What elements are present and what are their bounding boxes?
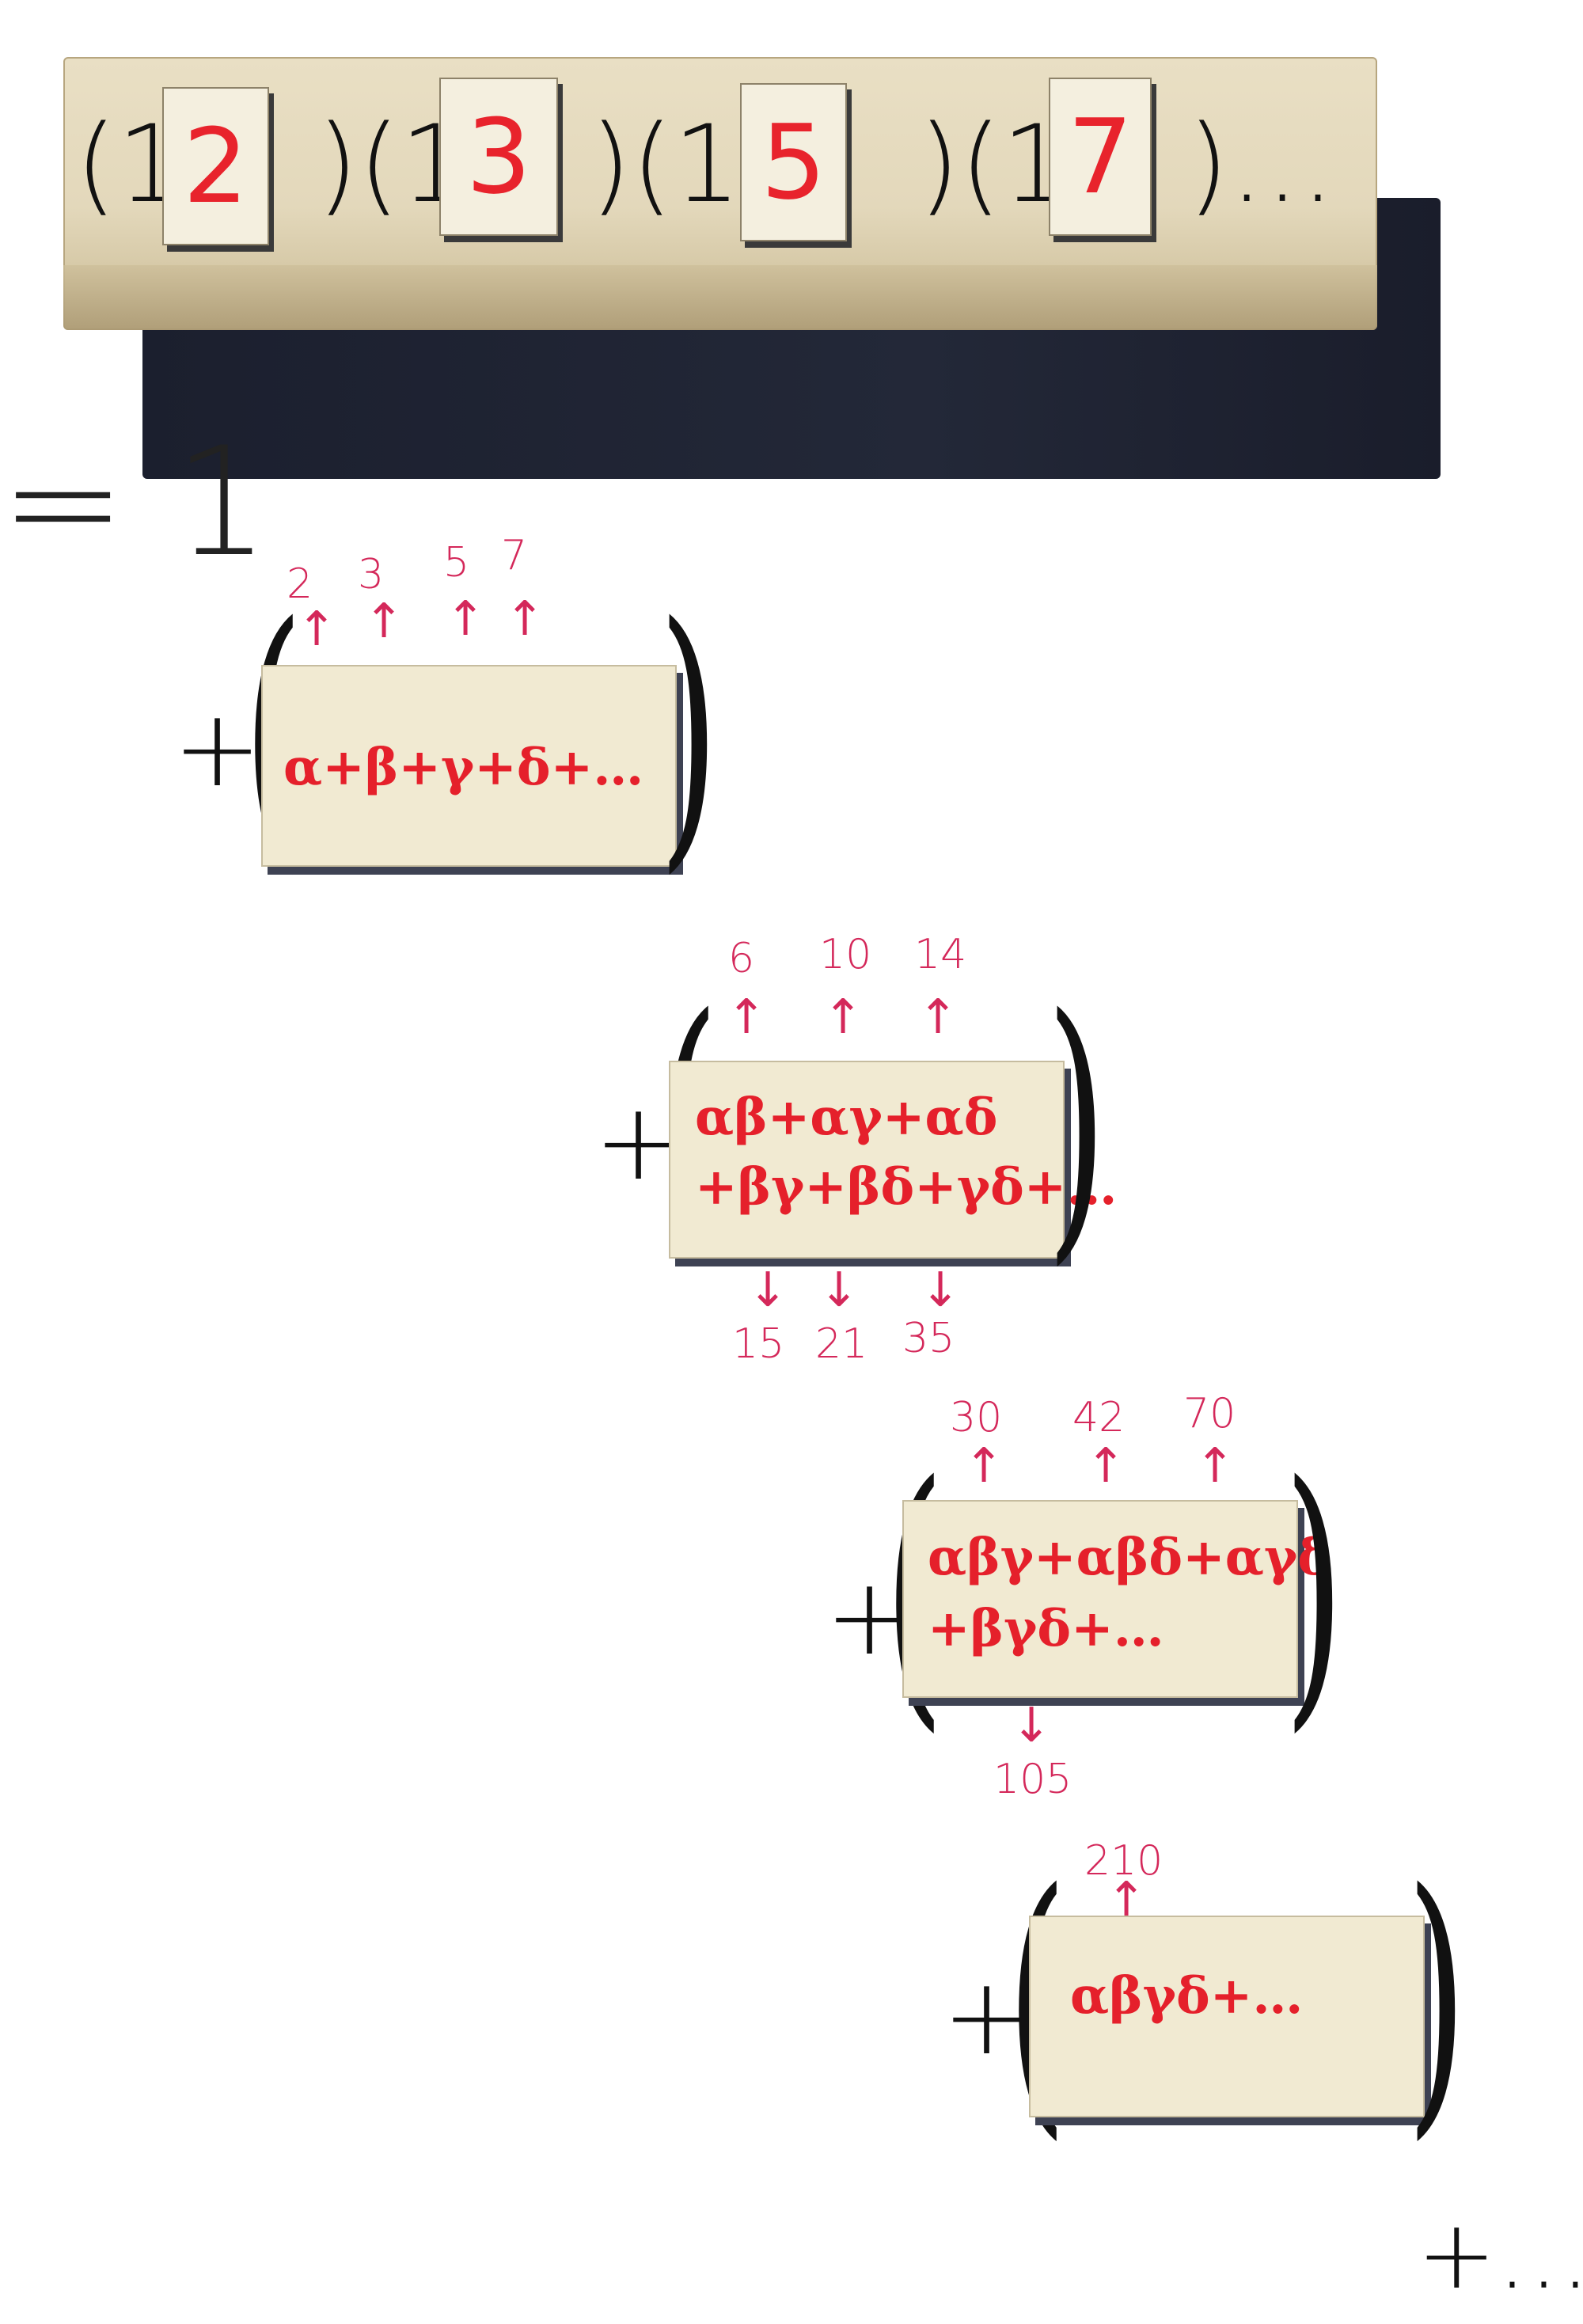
label-3: 3 — [358, 551, 385, 598]
tile-prime-7: 7 — [1049, 78, 1152, 236]
label-2: 2 — [287, 560, 313, 608]
tile-prime-3: 3 — [439, 78, 558, 236]
stick-bottom-face — [63, 265, 1377, 330]
label-30: 30 — [950, 1394, 1003, 1441]
expr-group-2-line-2: +βγ+βδ+γδ+… — [695, 1157, 1118, 1217]
plus-sign-group-3: + — [825, 1555, 915, 1679]
label-210: 210 — [1084, 1837, 1164, 1885]
expr-group-3-line-2: +βγδ+… — [928, 1599, 1164, 1658]
plus-sign-group-4: + — [942, 1954, 1032, 2079]
label-21: 21 — [815, 1320, 868, 1368]
label-15: 15 — [732, 1320, 785, 1368]
arrow-up-icon: ↑ — [505, 591, 545, 647]
expr-group-1-line-1: α+β+γ+δ+… — [283, 738, 644, 797]
stick-segment-5: )… — [1187, 102, 1336, 226]
arrow-up-icon: ↑ — [1107, 1872, 1147, 1927]
tile-label: 2 — [183, 106, 249, 226]
trailing-plus-ellipsis: +… — [1417, 2201, 1583, 2311]
arrow-down-icon: ↓ — [819, 1263, 860, 1318]
arrow-up-icon: ↑ — [297, 602, 337, 657]
arrow-up-icon: ↑ — [727, 989, 767, 1045]
label-10: 10 — [819, 931, 872, 978]
arrow-down-icon: ↓ — [921, 1263, 961, 1318]
label-7: 7 — [501, 532, 528, 579]
arrow-down-icon: ↓ — [1012, 1698, 1052, 1753]
expr-group-4-line-1: αβγδ+… — [1070, 1966, 1304, 2026]
expr-group-3-line-1: αβγ+αβδ+αγδ — [928, 1528, 1331, 1587]
arrow-up-icon: ↑ — [823, 989, 864, 1045]
tile-prime-2: 2 — [162, 87, 269, 245]
plus-sign-group-1: + — [173, 686, 263, 811]
plus-sign-group-2: + — [594, 1080, 684, 1204]
label-105: 105 — [993, 1756, 1072, 1803]
label-6: 6 — [728, 935, 755, 982]
right-paren-group-2: ) — [1046, 958, 1107, 1289]
label-70: 70 — [1183, 1390, 1236, 1437]
tile-label: 5 — [761, 102, 826, 222]
right-paren-group-4: ) — [1406, 1832, 1467, 2164]
right-paren-group-3: ) — [1283, 1425, 1345, 1756]
arrow-up-icon: ↑ — [918, 989, 959, 1045]
block-group-3 — [902, 1500, 1298, 1698]
label-14: 14 — [914, 931, 967, 978]
block-group-4 — [1029, 1916, 1425, 2117]
arrow-up-icon: ↑ — [1086, 1438, 1126, 1494]
tile-label: 3 — [465, 97, 532, 217]
arrow-up-icon: ↑ — [1195, 1438, 1236, 1494]
arrow-up-icon: ↑ — [964, 1438, 1004, 1494]
tile-label: 7 — [1067, 97, 1133, 217]
equals-one: = 1 — [0, 415, 270, 590]
tile-prime-5: 5 — [740, 83, 847, 241]
label-35: 35 — [902, 1315, 955, 1362]
expr-group-2-line-1: αβ+αγ+αδ — [695, 1088, 998, 1147]
arrow-down-icon: ↓ — [748, 1263, 788, 1318]
label-5: 5 — [443, 539, 470, 587]
arrow-up-icon: ↑ — [446, 591, 486, 647]
block-group-2 — [669, 1061, 1065, 1259]
arrow-up-icon: ↑ — [364, 594, 404, 649]
label-42: 42 — [1072, 1394, 1126, 1441]
right-paren-group-1: ) — [658, 566, 719, 898]
block-group-1 — [261, 665, 677, 867]
